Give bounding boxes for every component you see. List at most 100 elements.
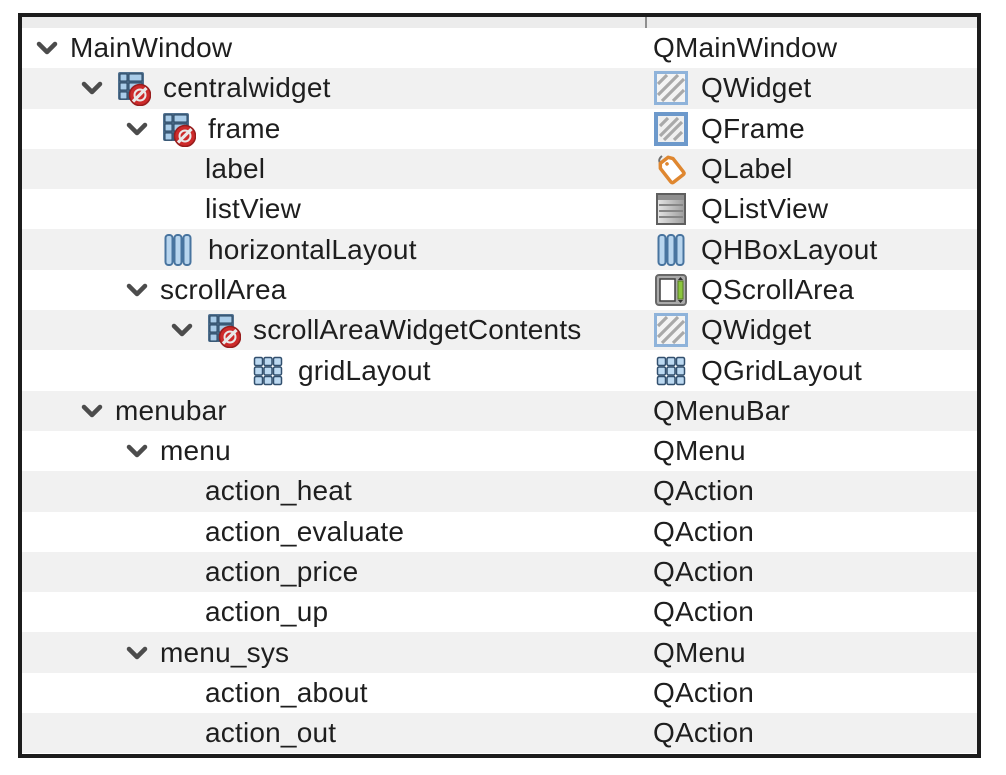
object-name: frame <box>208 112 281 144</box>
chevron-down-icon[interactable] <box>124 440 160 462</box>
class-name-cell: QFrame <box>645 109 977 149</box>
label-icon <box>653 151 689 187</box>
object-name: action_about <box>205 676 368 708</box>
class-name-cell: QMenu <box>645 431 977 471</box>
object-name: menu <box>160 435 231 467</box>
tree-row[interactable]: action_up QAction <box>22 592 977 633</box>
object-name: gridLayout <box>298 354 431 386</box>
class-name-cell: QAction <box>645 552 977 592</box>
object-name: horizontalLayout <box>208 233 417 265</box>
hbox-layout-icon <box>160 232 196 268</box>
object-name-cell: action_heat <box>22 471 645 511</box>
tree-row[interactable]: action_evaluate QAction <box>22 511 977 552</box>
class-name: QWidget <box>701 72 812 104</box>
chevron-down-icon[interactable] <box>79 400 115 422</box>
object-name: MainWindow <box>70 32 233 64</box>
broken-layout-icon <box>205 312 241 349</box>
class-name-cell: QListView <box>645 189 977 229</box>
object-name-cell: label <box>22 149 645 189</box>
tree-row[interactable]: scrollAreaWidgetContents QWidget <box>22 310 977 351</box>
chevron-down-icon[interactable] <box>124 118 160 140</box>
tree-row[interactable]: MainWindow QMainWindow <box>22 28 977 69</box>
tree-row[interactable]: action_price QAction <box>22 551 977 593</box>
object-name-cell: scrollArea <box>22 270 645 310</box>
tree-row[interactable]: menu QMenu <box>22 430 977 472</box>
chevron-down-icon[interactable] <box>169 319 205 341</box>
widget-icon <box>653 70 689 106</box>
object-name-cell: menubar <box>22 391 645 431</box>
tree-row[interactable]: frame QFrame <box>22 108 977 149</box>
tree-row[interactable]: gridLayout QGridLayout <box>22 350 977 391</box>
chevron-down-icon[interactable] <box>34 37 70 59</box>
class-name-cell: QAction <box>645 471 977 511</box>
object-name-cell: action_out <box>22 713 645 753</box>
object-name: action_out <box>205 717 337 749</box>
object-name: scrollArea <box>160 273 287 305</box>
class-name-cell: QHBoxLayout <box>645 229 977 269</box>
tree-row[interactable]: label QLabel <box>22 148 977 190</box>
object-name: scrollAreaWidgetContents <box>253 314 582 346</box>
object-name-cell: menu <box>22 431 645 471</box>
class-name-cell: QGridLayout <box>645 350 977 390</box>
class-name: QFrame <box>701 112 805 144</box>
object-name: action_price <box>205 556 359 587</box>
class-name: QScrollArea <box>701 273 855 305</box>
object-name-cell: action_up <box>22 592 645 632</box>
class-name: QAction <box>653 475 754 507</box>
class-name: QListView <box>701 193 829 225</box>
object-name-cell: action_about <box>22 673 645 713</box>
class-name-cell: QAction <box>645 512 977 552</box>
tree-row[interactable]: action_out QAction <box>22 713 977 754</box>
broken-layout-icon <box>115 70 151 107</box>
object-name-cell: gridLayout <box>22 350 645 390</box>
tree-row[interactable]: menubar QMenuBar <box>22 390 977 431</box>
object-name: action_evaluate <box>205 515 405 547</box>
class-name-cell: QAction <box>645 673 977 713</box>
class-name-cell: QWidget <box>645 310 977 350</box>
object-name: label <box>205 153 266 185</box>
chevron-down-icon[interactable] <box>124 279 160 301</box>
tree-row[interactable]: listView QListView <box>22 189 977 230</box>
tree-row[interactable]: action_heat QAction <box>22 471 977 512</box>
tree-row[interactable]: action_about QAction <box>22 672 977 714</box>
grid-layout-icon <box>653 353 689 389</box>
object-name: menubar <box>115 394 227 426</box>
object-name-cell: action_price <box>22 552 645 592</box>
chevron-down-icon[interactable] <box>124 642 160 664</box>
class-name: QHBoxLayout <box>701 233 878 265</box>
tree-row[interactable]: scrollArea QScrollArea <box>22 269 977 311</box>
class-name: QMenuBar <box>653 394 790 426</box>
column-divider[interactable] <box>645 17 647 28</box>
class-name-cell: QWidget <box>645 68 977 108</box>
object-name: action_up <box>205 596 329 628</box>
object-name: centralwidget <box>163 72 331 104</box>
object-name-cell: frame <box>22 109 645 149</box>
widget-icon <box>653 312 689 348</box>
scrollarea-icon <box>653 272 689 308</box>
class-name-cell: QMainWindow <box>645 28 977 68</box>
class-name: QWidget <box>701 314 812 346</box>
tree-row[interactable]: horizontalLayout QHBoxLayout <box>22 229 977 270</box>
object-name-cell: scrollAreaWidgetContents <box>22 310 645 350</box>
class-name: QLabel <box>701 153 793 185</box>
object-name: menu_sys <box>160 636 290 668</box>
tree-rows-container: MainWindow QMainWindow centralwidget QWi… <box>22 28 977 754</box>
class-name: QMainWindow <box>653 32 838 64</box>
class-name: QAction <box>653 676 754 708</box>
frame-icon <box>653 111 689 147</box>
class-name: QAction <box>653 596 754 628</box>
chevron-down-icon[interactable] <box>79 77 115 99</box>
class-name: QAction <box>653 515 754 547</box>
class-name: QAction <box>653 556 754 587</box>
object-name: listView <box>205 193 302 225</box>
class-name: QMenu <box>653 435 746 467</box>
column-header-strip <box>22 17 977 28</box>
tree-row[interactable]: centralwidget QWidget <box>22 68 977 109</box>
object-name: action_heat <box>205 475 352 507</box>
class-name: QMenu <box>653 636 746 668</box>
object-name-cell: MainWindow <box>22 28 645 68</box>
tree-row[interactable]: menu_sys QMenu <box>22 632 977 673</box>
object-name-cell: listView <box>22 189 645 229</box>
broken-layout-icon <box>160 111 196 147</box>
